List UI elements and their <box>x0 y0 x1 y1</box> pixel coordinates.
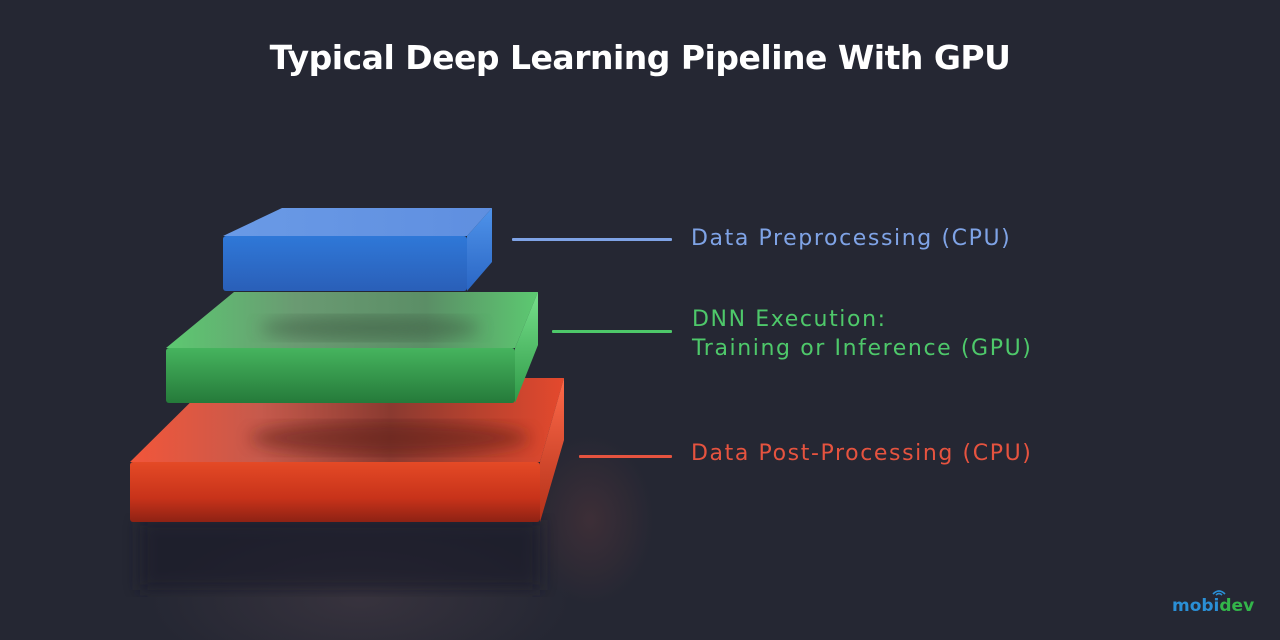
green-slab-front <box>166 348 515 403</box>
label-dnn-line1: DNN Execution: <box>692 307 887 332</box>
page-title: Typical Deep Learning Pipeline With GPU <box>269 38 1011 77</box>
connector-preprocessing <box>512 238 672 241</box>
label-dnn-line2: Training or Inference (GPU) <box>692 336 1033 361</box>
connector-dnn <box>552 330 672 333</box>
label-preprocessing: Data Preprocessing (CPU) <box>691 226 1012 251</box>
layer-preprocessing-slab <box>223 208 492 291</box>
label-postprocessing: Data Post-Processing (CPU) <box>691 441 1033 466</box>
red-slab-side <box>540 378 564 522</box>
blue-slab-side <box>467 208 492 291</box>
green-slab-shadow <box>260 316 480 340</box>
floor-shadow <box>140 520 540 590</box>
connector-postprocessing <box>579 455 672 458</box>
red-slab-shadow <box>250 422 530 454</box>
red-slab-front <box>130 462 540 522</box>
blue-slab-top <box>223 208 492 236</box>
blue-slab-front <box>223 236 467 291</box>
layer-dnn-slab <box>166 292 538 403</box>
logo-part-mobi: mobi <box>1172 596 1220 616</box>
wifi-icon <box>1212 590 1226 596</box>
green-slab-side <box>515 292 538 403</box>
mobidev-logo: mobidev <box>1172 590 1255 616</box>
logo-part-dev: dev <box>1219 596 1255 616</box>
